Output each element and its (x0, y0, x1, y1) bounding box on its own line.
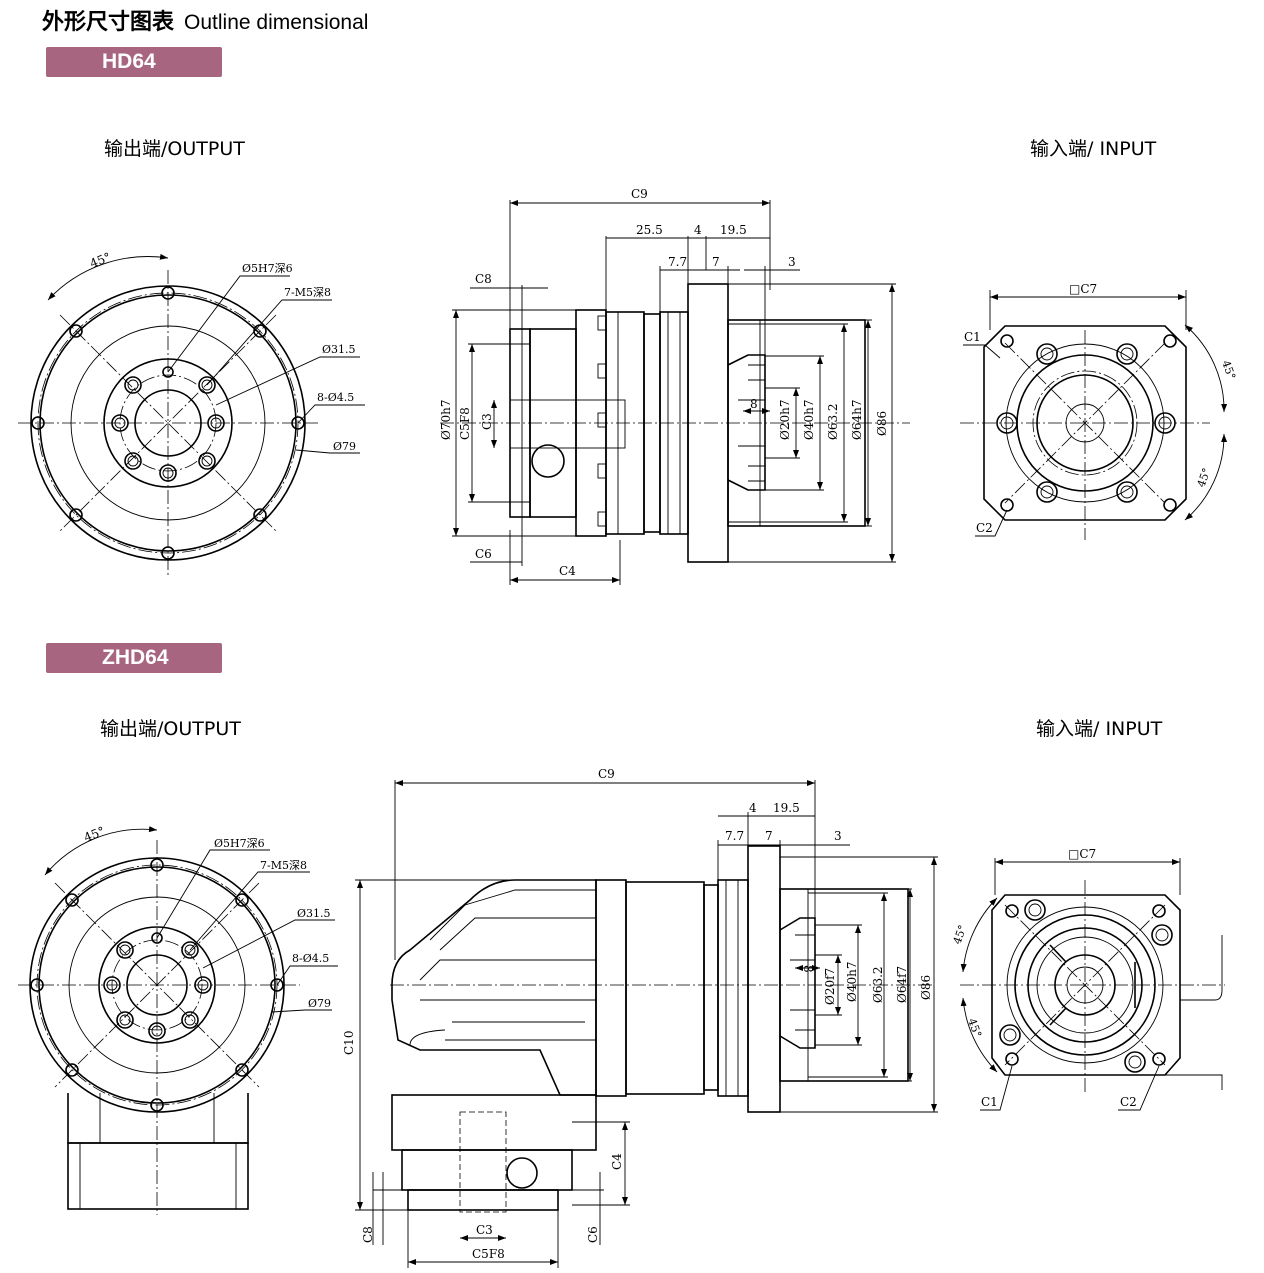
d64-label: Ø64h7 (850, 400, 864, 440)
c9-label: C9 (631, 187, 648, 201)
c8-label: C8 (361, 1226, 375, 1243)
hd64-mount-holes (31, 286, 305, 560)
pin-hole-label: Ø5H7深6 (242, 262, 293, 275)
model-badge-zhd64: ZHD64 (46, 643, 222, 673)
dim-3: 3 (834, 829, 842, 843)
dim-4: 4 (694, 223, 702, 237)
d40-label: Ø40h7 (802, 400, 816, 440)
pin-hole-label: Ø5H7深6 (214, 837, 265, 850)
dim-19-5: 19.5 (773, 801, 800, 815)
zhd64-side-view: C9 4 19.5 7.7 7 3 C10 C8 C6 C4 C3 C5F8 8 (342, 767, 938, 1268)
page-title: 外形尺寸图表 Outline dimensional (42, 4, 368, 36)
tap-holes-label: 7-M5深8 (260, 859, 307, 872)
c4-label: C4 (559, 564, 576, 578)
hd64-output-view: 45° Ø5H7深6 7-M5深8 Ø31.5 8-Ø4.5 Ø79 (18, 250, 365, 578)
dim-4: 4 (749, 801, 757, 815)
c1-label: C1 (964, 330, 981, 344)
d31-5-label: Ø31.5 (297, 907, 331, 920)
model-badge-label: ZHD64 (102, 646, 169, 669)
c6-label: C6 (475, 547, 492, 561)
zhd64-input-view: □C7 C1 C2 45° 45° (951, 847, 1225, 1111)
angle-label: 45° (951, 923, 970, 946)
d20-label: Ø20h7 (778, 400, 792, 440)
d40-label: Ø40h7 (845, 962, 859, 1002)
angle-label: 45° (1219, 359, 1238, 382)
c7-label: □C7 (1068, 847, 1096, 861)
dim-19-5: 19.5 (720, 223, 747, 237)
dim-8: 8 (801, 965, 815, 973)
dim-8: 8 (750, 397, 758, 411)
d31-5-label: Ø31.5 (322, 343, 356, 356)
output-label-zhd64: 输出端/OUTPUT (100, 718, 241, 740)
model-badge-label: HD64 (102, 50, 156, 73)
mount-holes-label: 8-Ø4.5 (317, 391, 354, 404)
d64-label: Ø64f7 (895, 966, 909, 1003)
dim-25-5: 25.5 (636, 223, 663, 237)
c2-label: C2 (1120, 1095, 1137, 1109)
d63-2-label: Ø63.2 (826, 403, 840, 440)
d20-label: Ø20f7 (823, 968, 837, 1005)
d79-label: Ø79 (308, 997, 331, 1010)
c5-label: C5F8 (472, 1247, 505, 1261)
dim-7-7: 7.7 (725, 829, 744, 843)
dim-7: 7 (765, 829, 773, 843)
d86-label: Ø86 (875, 411, 889, 436)
input-label-hd64: 输入端/ INPUT (1030, 138, 1157, 160)
angle-label: 45° (1195, 466, 1214, 489)
c8-label: C8 (475, 272, 492, 286)
c3-label: C3 (480, 413, 494, 430)
model-badge-hd64: HD64 (46, 47, 222, 77)
c5-label: C5F8 (458, 407, 472, 440)
d70-label: Ø70h7 (439, 400, 453, 440)
d79-label: Ø79 (333, 440, 356, 453)
d86-label: Ø86 (919, 975, 933, 1000)
hd64-tap-holes (111, 366, 225, 482)
output-label-hd64: 输出端/OUTPUT (104, 138, 245, 160)
dim-3: 3 (788, 255, 796, 269)
title-english: Outline dimensional (184, 11, 369, 34)
c6-label: C6 (586, 1226, 600, 1243)
zhd64-output-view: 45° Ø5H7深6 7-M5深8 Ø31.5 8-Ø4.5 Ø79 (18, 824, 338, 1215)
mount-holes-label: 8-Ø4.5 (292, 952, 329, 965)
angle-label: 45° (88, 250, 113, 271)
tap-holes-label: 7-M5深8 (284, 286, 331, 299)
angle-label: 45° (965, 1017, 984, 1040)
dim-7: 7 (712, 255, 720, 269)
hd64-side-view: C9 25.5 4 19.5 7.7 7 3 C8 C6 C4 Ø70h7 C5… (439, 187, 910, 585)
input-label-zhd64: 输入端/ INPUT (1036, 718, 1163, 740)
title-chinese: 外形尺寸图表 (42, 10, 175, 35)
hd64-input-view: □C7 C1 C2 45° 45° (960, 282, 1238, 540)
c3-label: C3 (476, 1223, 493, 1237)
dim-7-7: 7.7 (668, 255, 687, 269)
c7-label: □C7 (1069, 282, 1097, 296)
c2-label: C2 (976, 521, 993, 535)
d63-2-label: Ø63.2 (871, 966, 885, 1003)
c9-label: C9 (598, 767, 615, 781)
c10-label: C10 (342, 1031, 356, 1055)
c1-label: C1 (981, 1095, 998, 1109)
c4-label: C4 (610, 1153, 624, 1170)
angle-label: 45° (82, 824, 107, 845)
